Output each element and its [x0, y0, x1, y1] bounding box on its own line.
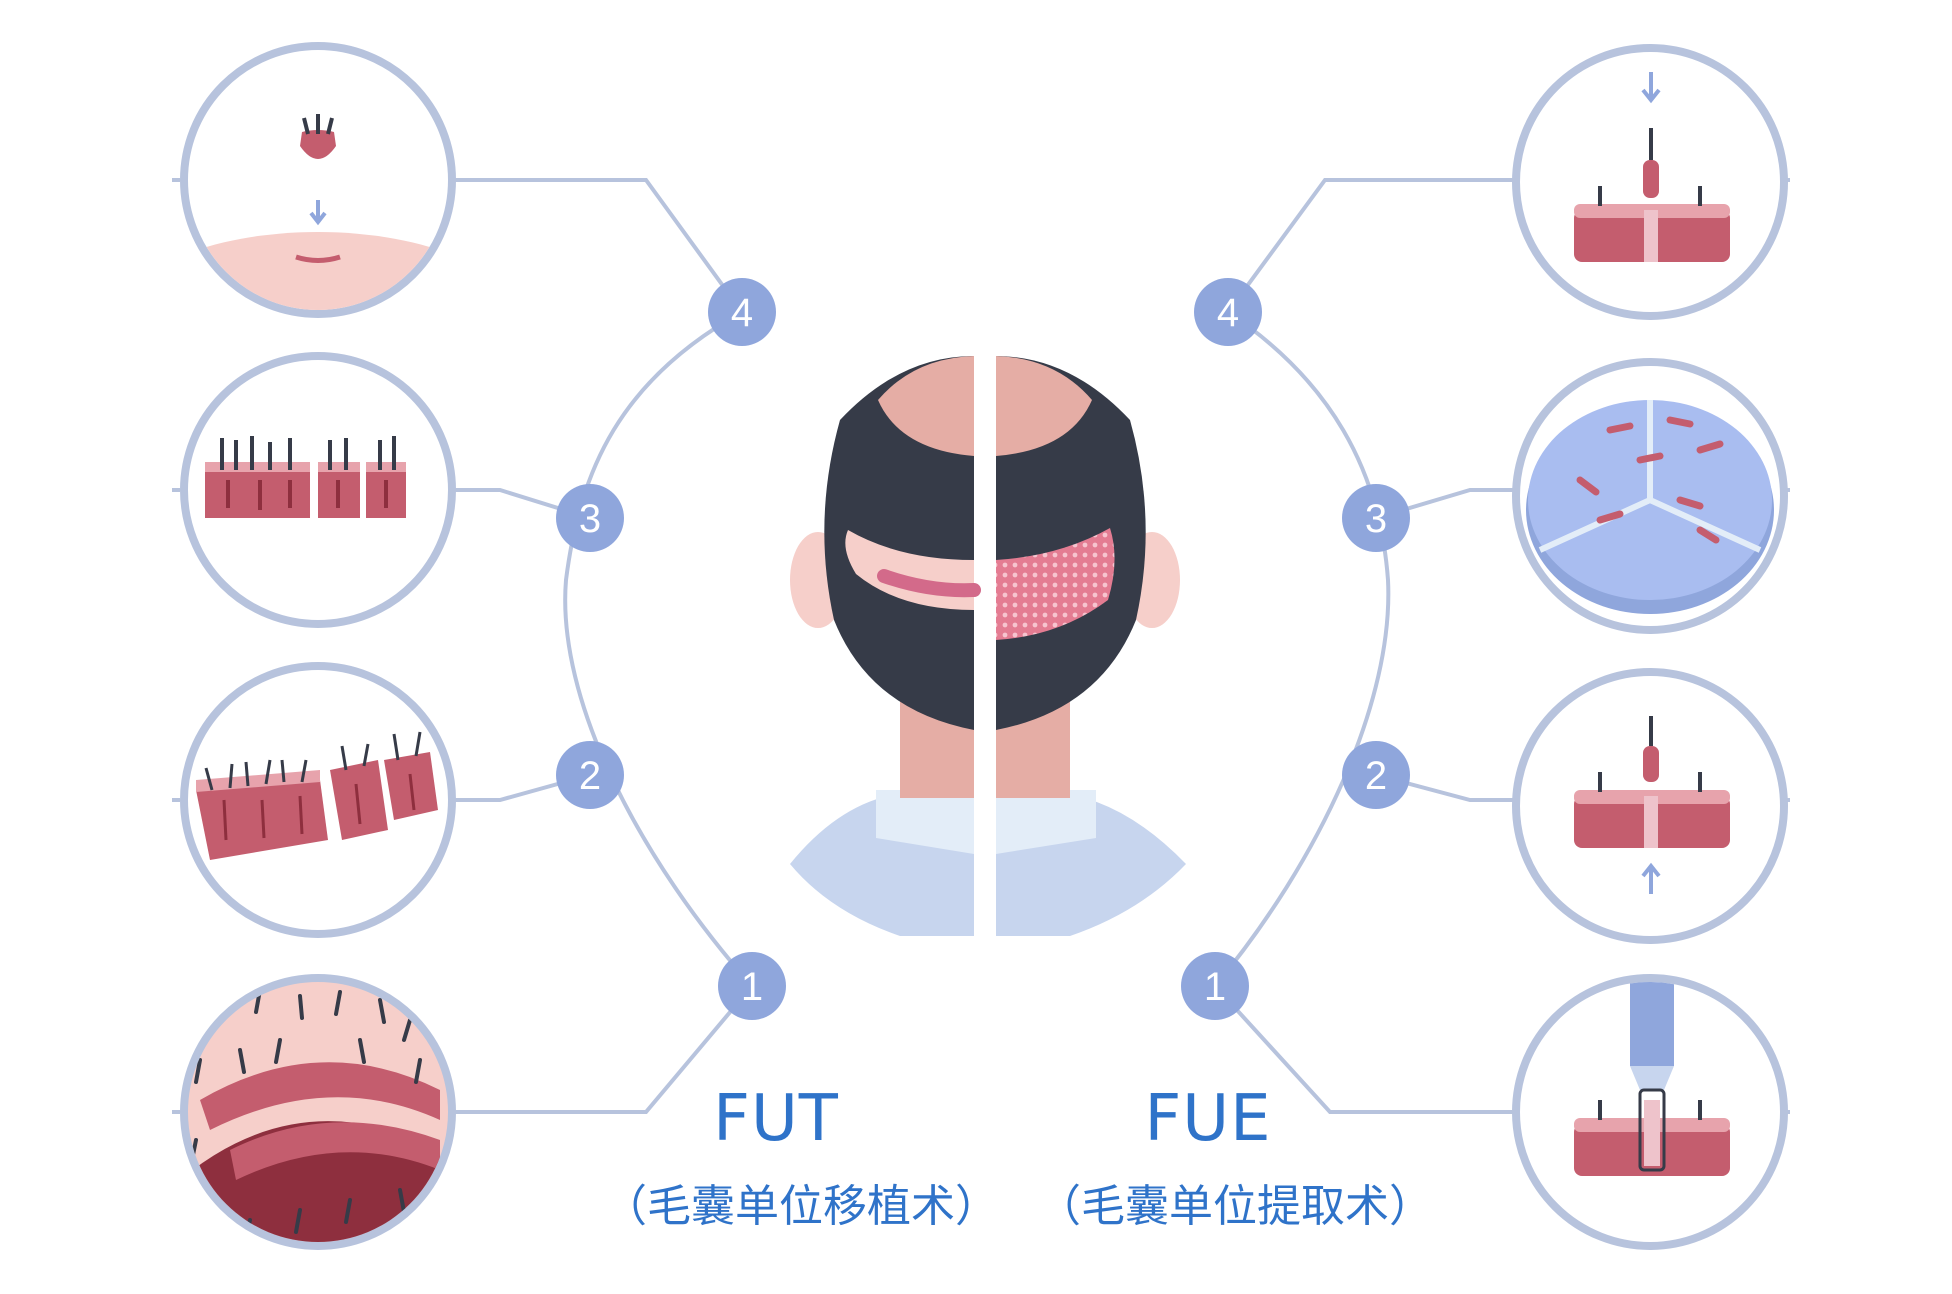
- fut-badge-1: 1: [718, 952, 786, 1020]
- fue-badge-1-label: 1: [1204, 965, 1226, 1009]
- fue-badge-2-label: 2: [1365, 754, 1387, 798]
- fue-step-4-illustration: [1512, 44, 1788, 320]
- fue-title: FUE: [1144, 1082, 1272, 1156]
- fue-badge-3-label: 3: [1365, 497, 1387, 541]
- fut-badges: 4 3 2 1: [556, 278, 786, 1020]
- fut-badge-4: 4: [708, 278, 776, 346]
- fut-badge-2-label: 2: [579, 754, 601, 798]
- fut-step-3-illustration: [180, 352, 456, 628]
- fue-step-3-illustration: [1512, 358, 1788, 634]
- head-illustration: [790, 356, 1186, 936]
- fut-step-2-illustration: [180, 662, 456, 938]
- fut-badge-4-label: 4: [731, 291, 753, 335]
- fue-step-2-illustration: [1512, 668, 1788, 944]
- fue-badge-4: 4: [1194, 278, 1262, 346]
- fue-badge-1: 1: [1181, 952, 1249, 1020]
- fue-badge-2: 2: [1342, 741, 1410, 809]
- fue-badge-3: 3: [1342, 484, 1410, 552]
- fue-badge-4-label: 4: [1217, 291, 1239, 335]
- fut-badge-3-label: 3: [579, 497, 601, 541]
- fut-title: FUT: [713, 1082, 839, 1156]
- fue-badges: 4 3 2 1: [1181, 278, 1410, 1020]
- fue-subtitle: （毛囊单位提取术）: [1037, 1181, 1433, 1232]
- fut-badge-1-label: 1: [741, 965, 763, 1009]
- fut-badge-3: 3: [556, 484, 624, 552]
- fut-step-1-illustration: [180, 974, 456, 1250]
- connector-lines: [172, 178, 1790, 1114]
- fut-subtitle: （毛囊单位移植术）: [603, 1181, 999, 1232]
- fue-step-1-illustration: [1512, 974, 1788, 1250]
- fut-badge-2: 2: [556, 741, 624, 809]
